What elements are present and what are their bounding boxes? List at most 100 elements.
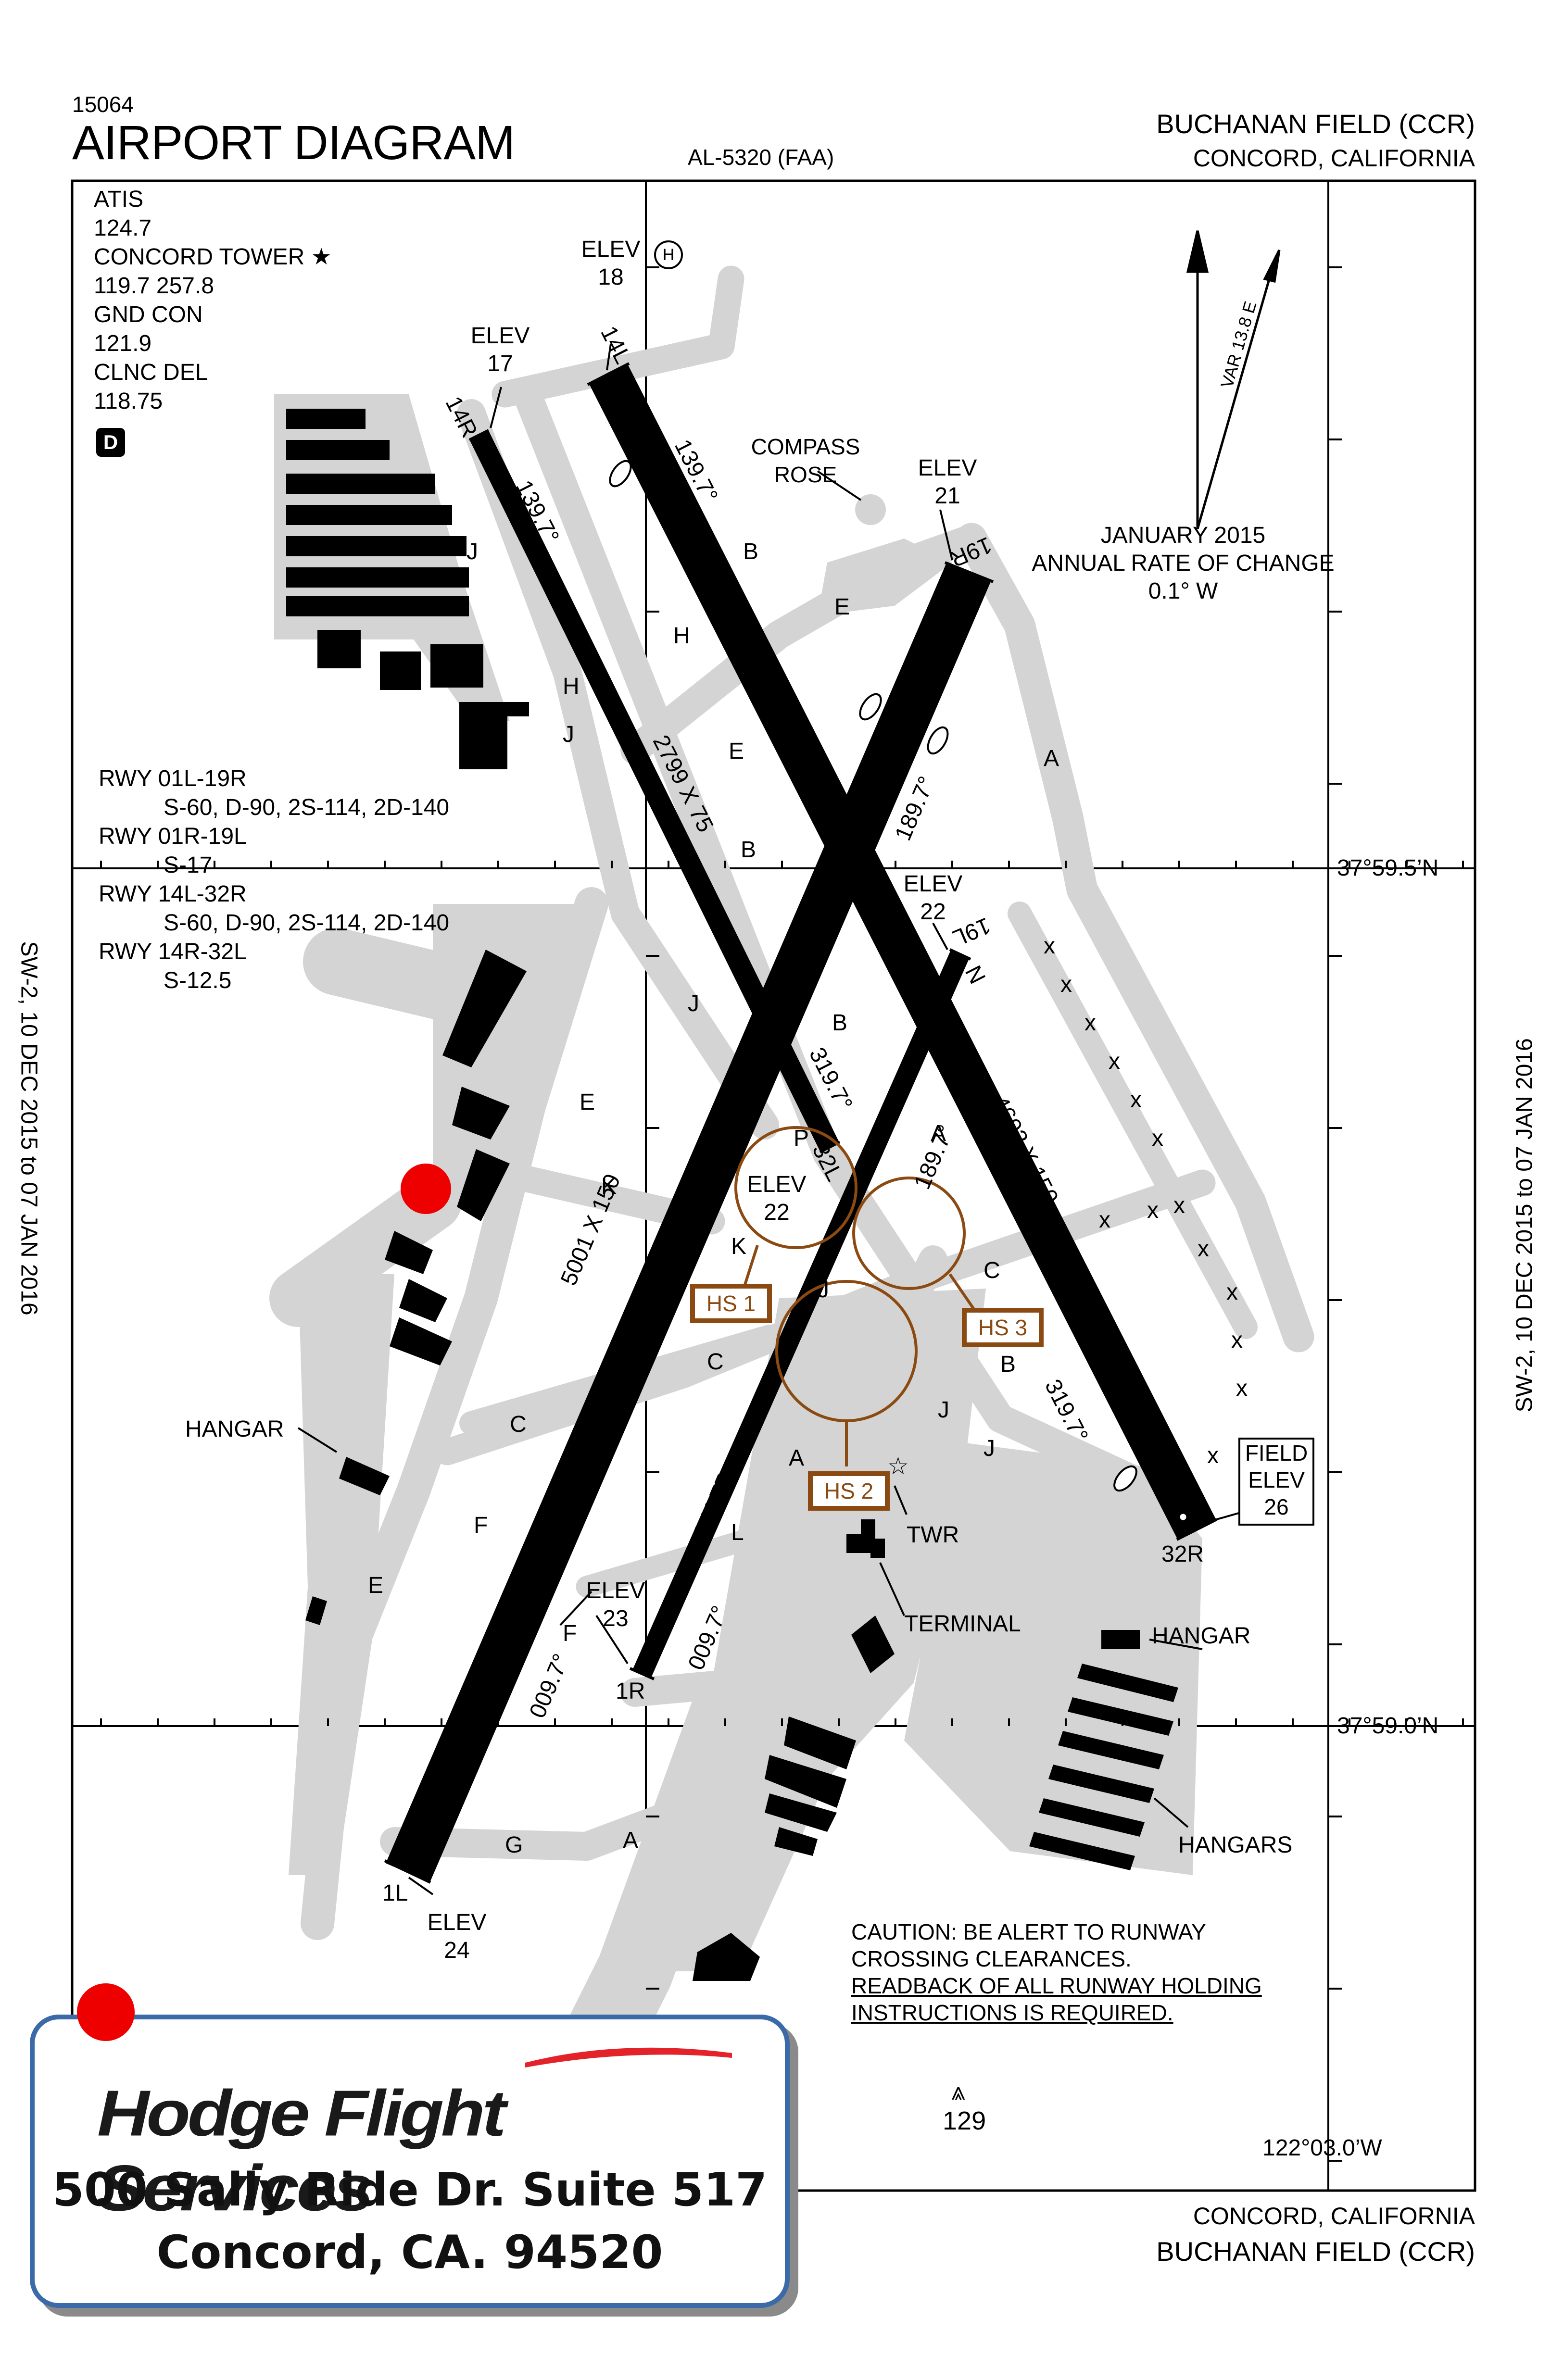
caution-note: CAUTION: BE ALERT TO RUNWAY CROSSING CLE… <box>851 1918 1262 2026</box>
closed-mark: x <box>1173 1193 1185 1218</box>
taxiway-J: J <box>984 1436 995 1461</box>
gnd-label: GND CON <box>94 302 203 327</box>
runway-strength-block: RWY 01L-19R S-60, D-90, 2S-114, 2D-140 R… <box>99 764 449 995</box>
runway-01L-19R <box>386 562 991 1882</box>
caution-line: INSTRUCTIONS IS REQUIRED. <box>851 2000 1173 2025</box>
taxiway-H: H <box>673 623 690 649</box>
lat-upper: 37°59.5’N <box>1337 855 1439 881</box>
closed-mark: x <box>1226 1279 1238 1305</box>
taxiway-J: J <box>938 1397 949 1423</box>
taxiway-B: B <box>743 539 759 564</box>
hotspot-hs2: HS 2 <box>808 1471 890 1511</box>
tower-star-icon: ☆ <box>887 1453 909 1479</box>
taxiway-B: B <box>1000 1352 1016 1377</box>
location-marker <box>401 1164 451 1214</box>
tower-freq: 119.7 257.8 <box>94 273 214 299</box>
buildings <box>286 409 1178 1981</box>
closed-mark: x <box>1236 1376 1248 1401</box>
lon-label: 122°03.0’W <box>1262 2135 1382 2161</box>
clnc-label: CLNC DEL <box>94 360 208 385</box>
vor-altitude: 129 <box>943 2106 986 2135</box>
rwy-strength-name: RWY 01R-19L <box>99 824 247 849</box>
elev-value: 18 <box>598 264 624 290</box>
closed-mark: x <box>1109 1049 1120 1074</box>
elev-1R: ELEV 23 <box>567 1577 664 1633</box>
agency-ref: AL-5320 (FAA) <box>688 145 834 170</box>
field-elev-box: FIELD ELEV 26 <box>1238 1438 1314 1526</box>
closed-mark: x <box>1231 1328 1243 1353</box>
rwy-strength-value: S-17 <box>164 852 213 878</box>
rwy-strength-name: RWY 14L-32R <box>99 881 247 907</box>
taxiway-A: A <box>931 1121 946 1146</box>
magnetic-info: JANUARY 2015 ANNUAL RATE OF CHANGE 0.1° … <box>1015 522 1351 605</box>
taxiway-E: E <box>368 1573 384 1598</box>
runway-01R-19L <box>632 950 970 1678</box>
taxiway-F: F <box>474 1513 488 1538</box>
company-address-line1: 500 Sally Ride Dr. Suite 517 <box>52 2164 768 2217</box>
elev-word: ELEV <box>1248 1467 1305 1492</box>
closed-mark: x <box>1084 1010 1096 1036</box>
chart-number: 15064 <box>72 92 134 117</box>
runway-14R-32L <box>469 430 839 1152</box>
taxiway-C: C <box>707 1349 724 1375</box>
rwy-strength-value: S-60, D-90, 2S-114, 2D-140 <box>164 795 450 820</box>
star-icon: ★ <box>304 244 332 270</box>
atis-label: ATIS <box>94 187 144 212</box>
tower-label: TWR <box>907 1522 959 1548</box>
compass-rose-label: COMPASS ROSE <box>751 434 860 487</box>
city-state: CONCORD, CALIFORNIA <box>1193 145 1475 172</box>
ad-card: Hodge Flight Services 500 Sally Ride Dr.… <box>30 2015 790 2308</box>
taxiway-K: K <box>731 1234 747 1259</box>
location-marker <box>77 1983 135 2041</box>
closed-mark: x <box>1147 1198 1159 1223</box>
mag-rate-value: 0.1° W <box>1148 578 1218 604</box>
caution-line: CAUTION: BE ALERT TO RUNWAY <box>851 1919 1206 1944</box>
atis-freq: 124.7 <box>94 215 152 241</box>
hangars-label: HANGARS <box>1178 1832 1293 1858</box>
rwy-strength-name: RWY 01L-19R <box>99 766 247 791</box>
taxiway-C: C <box>510 1412 527 1437</box>
elev-word: ELEV <box>586 1578 645 1603</box>
taxiway-C: C <box>984 1258 1000 1283</box>
runways <box>386 364 1216 1882</box>
hotspot-hs3: HS 3 <box>962 1308 1044 1347</box>
elev-word: ELEV <box>903 871 963 897</box>
swoosh-icon <box>525 2047 732 2067</box>
elev-value: 22 <box>920 899 946 925</box>
taxiway-E: E <box>580 1090 595 1115</box>
taxiway-K: K <box>601 1174 617 1199</box>
taxiway-B: B <box>741 837 757 863</box>
hangar-label: HANGAR <box>1152 1623 1251 1649</box>
rwy-strength-name: RWY 14R-32L <box>99 939 247 965</box>
closed-mark: x <box>1198 1236 1209 1262</box>
tower-label: CONCORD TOWER <box>94 244 305 270</box>
field-label: FIELD <box>1245 1441 1308 1466</box>
closed-mark: x <box>1044 933 1055 959</box>
elev-value: 23 <box>603 1606 629 1631</box>
elev-word: ELEV <box>427 1910 487 1935</box>
vor-icon: ⩓ <box>951 2078 966 2105</box>
airspace-d-icon: D <box>96 428 125 457</box>
field-elev-value: 26 <box>1264 1494 1289 1519</box>
closed-mark: x <box>1152 1126 1163 1151</box>
mag-rate-label: ANNUAL RATE OF CHANGE <box>1032 551 1335 576</box>
footer-city-state: CONCORD, CALIFORNIA <box>1193 2203 1475 2230</box>
taxiway-L: L <box>731 1520 744 1545</box>
taxiway-E: E <box>834 594 850 620</box>
taxiway-G: G <box>505 1832 523 1858</box>
caution-line: CROSSING CLEARANCES. <box>851 1946 1132 1971</box>
mag-date: JANUARY 2015 <box>1100 523 1266 548</box>
taxiway-J: J <box>467 539 478 564</box>
footer-airport-name: BUCHANAN FIELD (CCR) <box>1156 2236 1475 2267</box>
helipad-icon: H <box>654 240 683 269</box>
gnd-freq: 121.9 <box>94 331 152 356</box>
elev-value: 17 <box>487 351 513 376</box>
elev-word: ELEV <box>747 1172 807 1197</box>
taxiway-E: E <box>729 739 744 764</box>
side-text-right: SW-2, 10 DEC 2015 to 07 JAN 2016 <box>1512 1038 1538 1413</box>
runway-end-1R: 1R <box>616 1679 645 1704</box>
